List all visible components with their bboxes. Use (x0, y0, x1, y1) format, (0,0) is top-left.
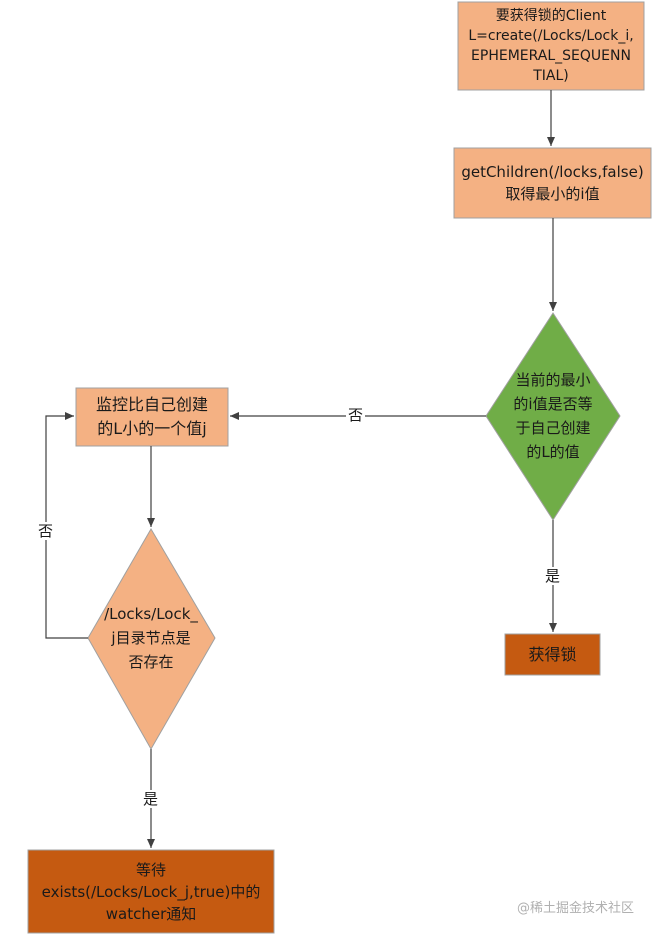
is-min-yes-label: 是 (543, 567, 563, 585)
get-children-box (453, 147, 652, 219)
wait-watcher-label: 等待 exists(/Locks/Lock_j,true)中的 watcher通… (41, 860, 261, 923)
exists-no-label: 否 (36, 522, 56, 540)
is-min-no-label: 否 (346, 406, 366, 424)
lock-acquired-box (504, 633, 601, 676)
watermark: @稀土掘金技术社区 (516, 901, 634, 916)
watch-smaller-box (75, 387, 229, 447)
lock-acquired-label: 获得锁 (528, 644, 577, 664)
node-exists-label: /Locks/Lock_ j目录节点是 否存在 (104, 605, 198, 671)
get-children-label: getChildren(/locks,false) 取得最小的i值 (461, 163, 644, 203)
get-lock-client-label: 要获得锁的Client L=create(/Locks/Lock_i, EPHE… (468, 8, 634, 84)
get-lock-client-box (457, 1, 645, 91)
wait-watcher-box (27, 849, 275, 934)
is-min-label: 当前的最小 的i值是否等 于自己创建 的L的值 (513, 371, 593, 461)
exists-yes-label: 是 (141, 790, 161, 808)
watch-smaller-label: 监控比自己创建 的L小的一个值j (95, 395, 208, 438)
